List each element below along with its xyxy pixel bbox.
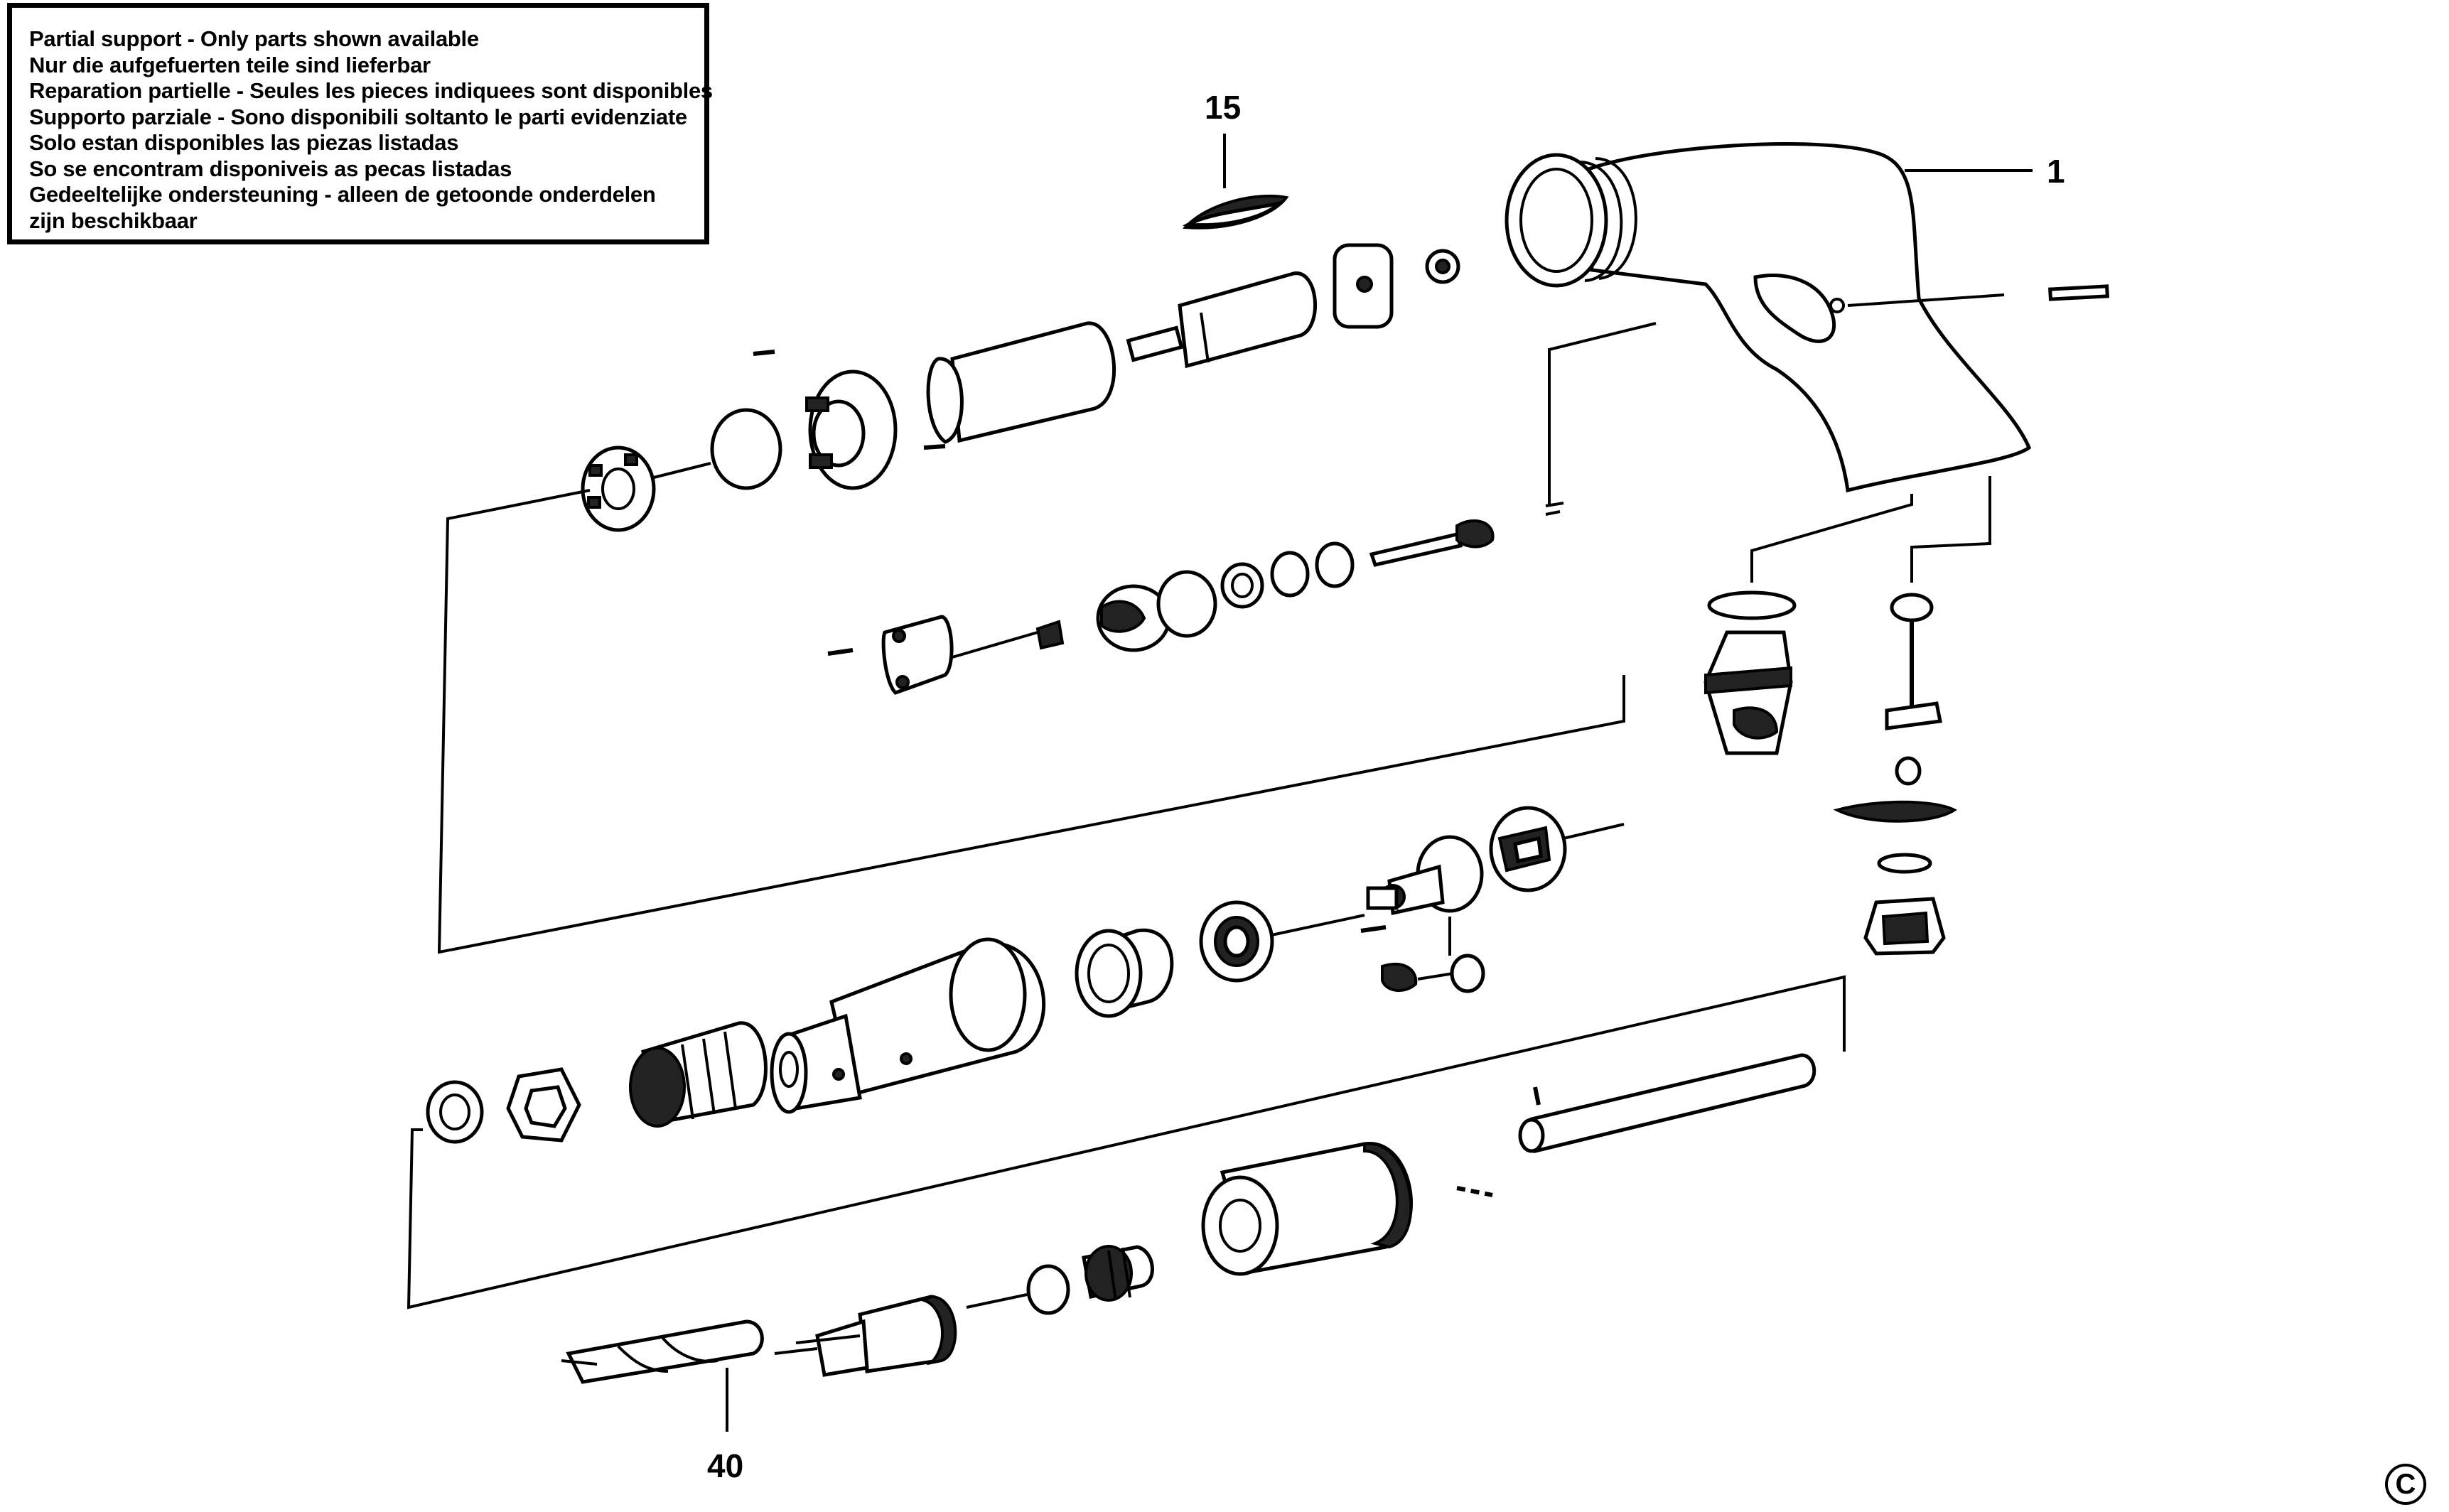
needle-bearing bbox=[1199, 900, 1274, 983]
copyright-symbol: C bbox=[2385, 1464, 2426, 1505]
knurled-collar bbox=[629, 1021, 768, 1128]
trigger-stem bbox=[1833, 593, 1957, 874]
callout-15: 15 bbox=[1205, 89, 1242, 126]
ring-gear bbox=[1075, 928, 1174, 1018]
retaining-ring bbox=[426, 1080, 484, 1144]
bracket-top-right-stub bbox=[1545, 502, 1564, 507]
air-valve-body bbox=[1703, 630, 1793, 755]
bearing-housing bbox=[1489, 806, 1567, 892]
valve-stem bbox=[1369, 519, 1495, 567]
bracket-top-right bbox=[1548, 322, 1657, 504]
leaf-spring-15-face bbox=[1182, 200, 1286, 227]
planet-gear-pair bbox=[1381, 954, 1485, 993]
bracket-mid bbox=[1545, 510, 1561, 516]
pistol-grip-housing bbox=[1505, 142, 2032, 493]
valve-block bbox=[881, 615, 954, 695]
chuck-body bbox=[1201, 1142, 1414, 1276]
bracket-right-a bbox=[1750, 494, 1913, 583]
bearing-ring-upper bbox=[581, 446, 656, 532]
o-ring-2 bbox=[1315, 541, 1355, 588]
lock-washer bbox=[506, 1067, 581, 1143]
notice-line-7: Gedeeltelijke ondersteuning - alleen de … bbox=[29, 182, 656, 207]
motor-cap-small bbox=[1425, 249, 1460, 284]
vane-2 bbox=[923, 444, 946, 450]
valve-spring bbox=[1035, 620, 1065, 650]
o-ring-3 bbox=[1707, 590, 1797, 620]
axis-line-row3-left bbox=[774, 1347, 818, 1355]
planet-pin-mark bbox=[1360, 925, 1387, 933]
ball-bearing bbox=[1026, 1264, 1070, 1315]
callout-40: 40 bbox=[707, 1447, 744, 1484]
gear-case bbox=[770, 937, 1046, 1114]
notice-line-6: So se encontram disponiveis as pecas lis… bbox=[29, 156, 512, 181]
axis-line-row2-right bbox=[1563, 823, 1625, 840]
partial-support-notice: Partial support - Only parts shown avail… bbox=[7, 3, 713, 244]
valve-nut bbox=[1863, 897, 1946, 956]
axis-line-row3 bbox=[966, 1293, 1028, 1309]
extension-rod bbox=[1518, 1053, 1816, 1154]
notice-line-1: Partial support - Only parts shown avail… bbox=[29, 26, 479, 51]
notice-line-5: Solo estan disponibles las piezas listad… bbox=[29, 130, 459, 155]
notice-line-3: Reparation partielle - Seules les pieces… bbox=[29, 78, 713, 103]
rotor bbox=[1126, 271, 1317, 369]
notice-line-2: Nur die aufgefuerten teile sind lieferba… bbox=[29, 52, 431, 77]
spring-coil bbox=[1082, 1245, 1154, 1302]
bracket-lower bbox=[407, 975, 1846, 1310]
callout-1: 1 bbox=[2047, 153, 2065, 190]
valve-body bbox=[1096, 570, 1217, 652]
axis-line-row2-mid bbox=[1264, 914, 1365, 938]
chuck-pin-mark bbox=[1456, 1186, 1493, 1197]
motor-end-plate bbox=[1333, 243, 1394, 329]
gasket-disc bbox=[710, 408, 782, 490]
bracket-upper bbox=[437, 489, 1625, 954]
drive-spindle bbox=[795, 1295, 957, 1377]
set-screw bbox=[827, 648, 854, 656]
o-ring-1 bbox=[1270, 551, 1310, 598]
axis-line-upper bbox=[653, 462, 711, 479]
roll-pin bbox=[2048, 284, 2109, 301]
pin-leader bbox=[1847, 293, 2005, 307]
notice-line-8: zijn beschikbaar bbox=[29, 207, 198, 233]
front-end-plate bbox=[805, 369, 898, 490]
valve-axis-line bbox=[952, 631, 1038, 659]
valve-seal-1 bbox=[1220, 562, 1264, 609]
notice-line-4: Supporto parziale - Sono disponibili sol… bbox=[29, 104, 687, 129]
drill-bit-40 bbox=[561, 1319, 764, 1384]
planet-carrier bbox=[1366, 835, 1484, 916]
vane-1 bbox=[753, 350, 775, 356]
bracket-right-b bbox=[1910, 476, 1991, 583]
cylinder bbox=[926, 321, 1116, 444]
